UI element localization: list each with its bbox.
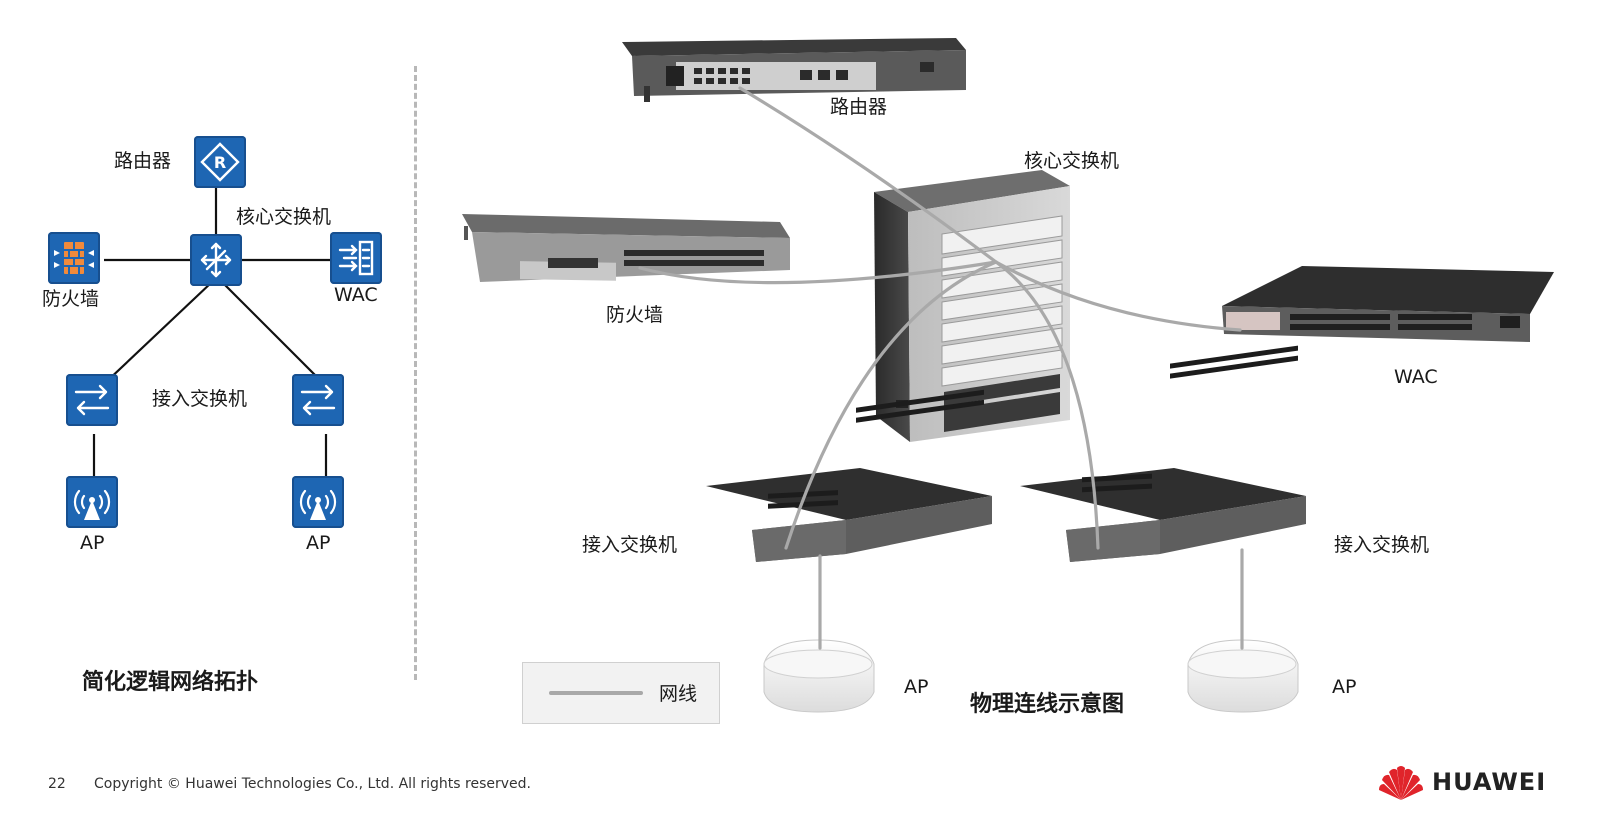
legend-cable-swatch [549,691,643,695]
cable-core-wac [994,260,1242,332]
svg-text:R: R [214,153,226,172]
core-switch-device [874,170,1070,442]
logical-core-switch-label: 核心交换机 [236,206,332,228]
access-switch-right-icon [292,374,344,426]
core-switch-icon [190,234,242,286]
logical-topology-title: 简化逻辑网络拓扑 [82,670,259,695]
page-number: 22 [48,776,66,792]
legend-box: 网线 [522,662,720,724]
physical-access-switch-right-label: 接入交换机 [1334,534,1430,556]
logical-wac-label: WAC [334,284,378,306]
cable-firewall-core [638,260,998,285]
wac-device [1222,266,1554,342]
cable-core-access-right [994,260,1100,550]
logical-links [92,174,340,496]
physical-firewall-label: 防火墙 [606,304,664,326]
legend-cable-label: 网线 [659,683,698,705]
physical-ap-left-label: AP [904,676,929,698]
physical-diagram [462,38,1554,713]
cable-router-core [738,86,998,264]
ap-left-device [763,639,875,713]
router-device [622,38,966,102]
physical-access-switch-left-label: 接入交换机 [582,534,678,556]
section-divider [414,66,417,680]
router-icon: R [194,136,246,188]
physical-diagram-title: 物理连线示意图 [970,692,1125,717]
cable-core-access-left [784,260,998,550]
physical-wac-label: WAC [1394,366,1438,388]
wac-icon [330,232,382,284]
ap-right-device [1187,639,1299,713]
physical-router-label: 路由器 [830,96,888,118]
firewall-device [462,214,790,282]
logical-ap-left-label: AP [80,532,105,554]
brand-name: HUAWEI [1432,768,1547,796]
ap-left-icon [66,476,118,528]
firewall-icon [48,232,100,284]
logical-firewall-label: 防火墙 [42,288,100,310]
logical-ap-right-label: AP [306,532,331,554]
huawei-logo-icon [1379,766,1423,800]
ap-right-icon [292,476,344,528]
logical-access-switch-label: 接入交换机 [152,388,248,410]
access-switch-right-device [1020,345,1306,562]
copyright-text: Copyright © Huawei Technologies Co., Ltd… [94,776,532,792]
physical-core-switch-label: 核心交换机 [1024,150,1120,172]
link-core-access-left [103,281,213,385]
link-core-access-right [221,281,325,385]
access-switch-left-icon [66,374,118,426]
physical-ap-right-label: AP [1332,676,1357,698]
logical-router-label: 路由器 [114,150,172,172]
